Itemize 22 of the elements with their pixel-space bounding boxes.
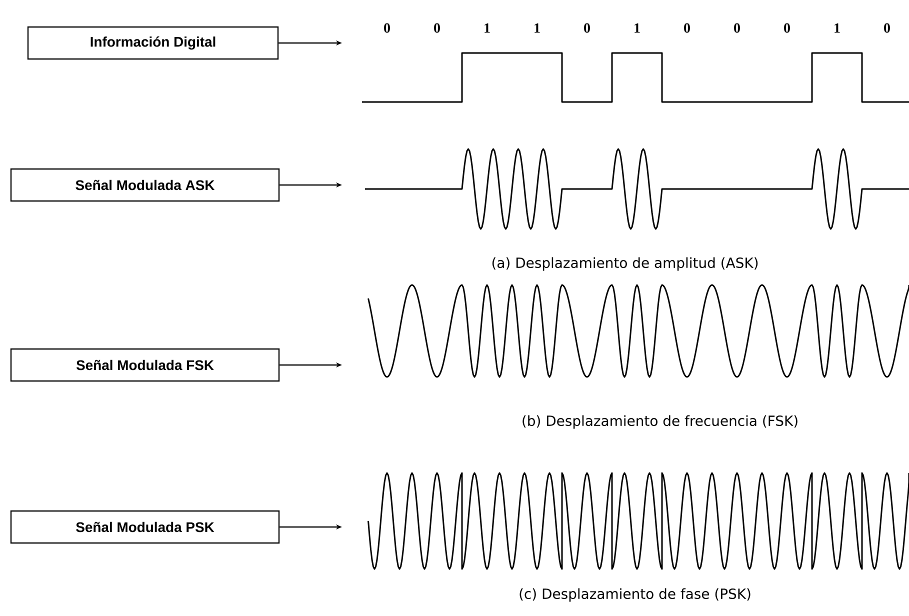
bit-value: 0 [434, 23, 440, 33]
bit-value: 0 [784, 23, 790, 33]
bit-value: 0 [684, 23, 690, 33]
waveform-drawing [368, 472, 909, 570]
label-box: Información Digital [27, 26, 279, 60]
waveform-drawing [368, 284, 909, 378]
label-box: Señal Modulada ASK [10, 168, 280, 202]
bit-value: 0 [584, 23, 590, 33]
bit-value: 0 [384, 23, 390, 33]
bit-value: 0 [734, 23, 740, 33]
waveform-drawing [362, 52, 909, 103]
bit-value: 0 [884, 23, 890, 33]
bit-value: 1 [484, 23, 490, 33]
waveform-drawing [365, 148, 909, 230]
bit-value: 1 [834, 23, 840, 33]
label-box: Señal Modulada PSK [10, 510, 280, 544]
label-box: Señal Modulada FSK [10, 348, 280, 382]
bit-value: 1 [634, 23, 640, 33]
caption: (a) Desplazamiento de amplitud (ASK) [492, 257, 758, 271]
bit-value: 1 [534, 23, 540, 33]
caption: (b) Desplazamiento de frecuencia (FSK) [522, 415, 798, 429]
caption: (c) Desplazamiento de fase (PSK) [520, 588, 750, 602]
